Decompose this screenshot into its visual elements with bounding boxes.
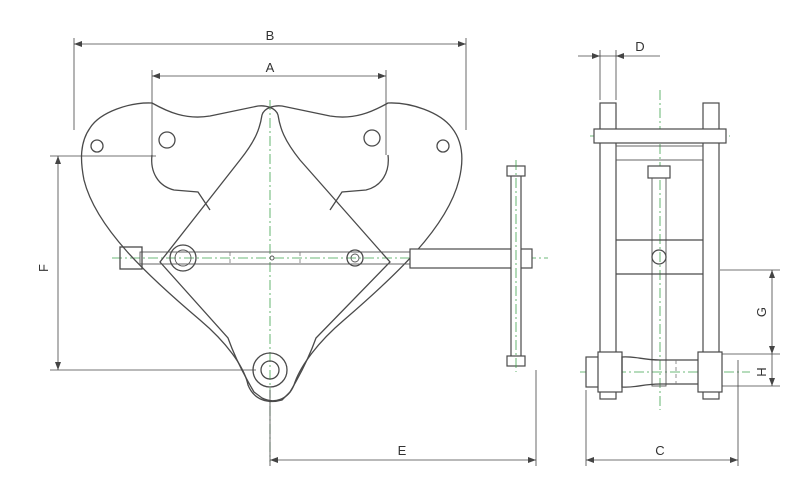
dim-d-arrow-left [592,53,600,59]
bottom-right-boss [697,351,723,393]
dim-d-arrow-right [616,53,624,59]
left-screw-boss [169,244,197,272]
dim-e-arrow-right [528,457,536,463]
handle-sleeve [409,248,533,269]
right-jaw-plate [159,102,463,402]
dim-b-arrow-left [74,41,82,47]
left-screw-boss-inner [174,249,192,267]
dim-g-arrow-bottom [769,346,775,354]
dim-c-label: C [655,443,664,458]
side-view: D G H C [578,39,780,466]
dim-a-arrow-left [152,73,160,79]
dim-e-arrow-left [270,457,278,463]
side-plunger-cap [647,165,671,179]
top-spacer [615,145,704,161]
screw-end-nut [119,246,143,270]
dim-e-label: E [398,443,407,458]
dim-f-arrow-bottom [55,362,61,370]
dimension-g: G [720,269,780,355]
dim-d-label: D [635,39,644,54]
dim-c-arrow-left [586,457,594,463]
dim-h-arrow-bottom [769,378,775,386]
right-inner-hole [363,129,381,147]
dim-g-label: G [754,307,769,317]
dim-a-arrow-right [378,73,386,79]
dim-b-label: B [266,28,275,43]
dim-h-label: H [754,367,769,376]
left-inner-hole [158,131,176,149]
dim-c-arrow-right [730,457,738,463]
screw-center-mark [269,255,275,261]
dim-b-arrow-right [458,41,466,47]
left-jaw-plate [80,102,391,403]
right-jaw-hook [329,154,389,211]
left-outer-hole [90,139,104,153]
right-side-plate [702,102,720,400]
bottom-left-boss [597,351,623,393]
side-plunger [651,175,667,387]
dimension-d: D [578,39,660,100]
top-cross-pin [593,128,727,144]
dimension-h: H [722,354,780,387]
front-view: B A F E [36,28,548,466]
dimension-f: F [36,155,256,371]
left-jaw-hook [151,154,211,211]
dimension-e: E [269,370,537,466]
middle-bar-pin [651,249,667,265]
dimension-c: C [585,360,739,466]
left-side-plate [599,102,617,400]
dim-f-arrow-top [55,156,61,164]
bottom-pivot-hole [260,360,280,380]
dimension-a: A [151,60,387,155]
right-screw-boss [346,249,364,267]
dim-g-arrow-top [769,270,775,278]
right-outer-hole [436,139,450,153]
right-screw-boss-inner [350,253,360,263]
dim-f-label: F [36,264,51,272]
dim-a-label: A [266,60,275,75]
dimension-b: B [73,28,467,130]
